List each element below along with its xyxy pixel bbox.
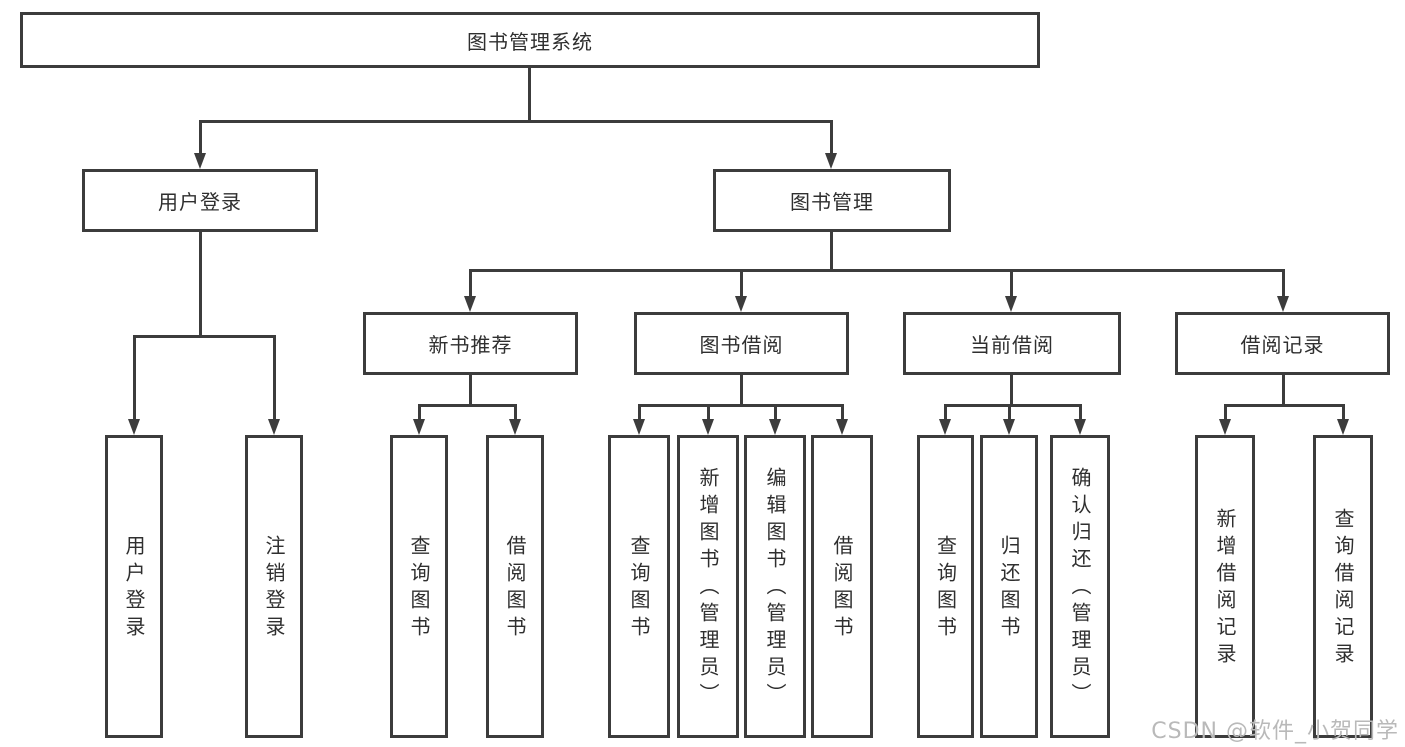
leaf-query-book-recommend: 查询图书 <box>390 435 448 738</box>
arrowhead-down-icon <box>1277 296 1289 312</box>
node-root: 图书管理系统 <box>20 12 1040 68</box>
arrowhead-down-icon <box>464 296 476 312</box>
connector-vline <box>707 404 710 419</box>
leaf-return-book-label: 归还图书 <box>997 534 1021 643</box>
connector-vline <box>418 404 421 419</box>
connector-vline <box>638 404 641 419</box>
node-root-label: 图书管理系统 <box>467 29 593 54</box>
arrowhead-down-icon <box>735 296 747 312</box>
leaf-logout: 注销登录 <box>245 435 303 738</box>
leaf-add-book-admin-label: 新增图书（管理员） <box>696 467 720 710</box>
arrowhead-down-icon <box>128 419 140 435</box>
arrowhead-down-icon <box>1005 296 1017 312</box>
connector-vline <box>199 120 202 153</box>
node-new-book-recommend: 新书推荐 <box>363 312 578 375</box>
connector-vline <box>1079 404 1082 419</box>
leaf-add-borrow-record: 新增借阅记录 <box>1195 435 1255 738</box>
connector-vline <box>1342 404 1345 419</box>
leaf-borrow-book-label: 借阅图书 <box>830 534 854 643</box>
arrowhead-down-icon <box>939 419 951 435</box>
arrowhead-down-icon <box>1219 419 1231 435</box>
leaf-confirm-return-admin-label: 确认归还（管理员） <box>1068 467 1092 710</box>
node-user-login-label: 用户登录 <box>158 190 242 214</box>
node-borrow-record: 借阅记录 <box>1175 312 1390 375</box>
arrowhead-down-icon <box>702 419 714 435</box>
leaf-query-book-recommend-label: 查询图书 <box>407 534 431 643</box>
arrowhead-down-icon <box>1337 419 1349 435</box>
connector-vline <box>1010 269 1013 296</box>
arrowhead-down-icon <box>413 419 425 435</box>
leaf-edit-book-admin: 编辑图书（管理员） <box>744 435 806 738</box>
leaf-query-book-borrow-label: 查询图书 <box>627 534 651 643</box>
leaf-confirm-return-admin: 确认归还（管理员） <box>1050 435 1110 738</box>
leaf-borrow-book-recommend: 借阅图书 <box>486 435 544 738</box>
connector-vline <box>133 335 136 419</box>
connector-vline <box>830 232 833 272</box>
connector-hline <box>199 120 833 123</box>
connector-vline <box>469 375 472 407</box>
leaf-query-borrow-record-label: 查询借阅记录 <box>1331 507 1355 670</box>
connector-vline <box>1282 375 1285 407</box>
connector-hline <box>469 269 1285 272</box>
leaf-add-borrow-record-label: 新增借阅记录 <box>1213 507 1237 670</box>
connector-vline <box>1008 404 1011 419</box>
arrowhead-down-icon <box>268 419 280 435</box>
node-book-borrow: 图书借阅 <box>634 312 849 375</box>
leaf-logout-label: 注销登录 <box>262 534 286 643</box>
connector-hline <box>944 404 1082 407</box>
leaf-user-login: 用户登录 <box>105 435 163 738</box>
connector-vline <box>774 404 777 419</box>
connector-vline <box>740 269 743 296</box>
leaf-query-book-current-label: 查询图书 <box>933 534 958 643</box>
arrowhead-down-icon <box>1074 419 1086 435</box>
node-book-management: 图书管理 <box>713 169 951 232</box>
leaf-add-book-admin: 新增图书（管理员） <box>677 435 739 738</box>
leaf-return-book: 归还图书 <box>980 435 1038 738</box>
connector-hline <box>638 404 844 407</box>
connector-vline <box>841 404 844 419</box>
connector-vline <box>528 68 531 121</box>
leaf-borrow-book: 借阅图书 <box>811 435 873 738</box>
arrowhead-down-icon <box>836 419 848 435</box>
leaf-query-book-current: 查询图书 <box>917 435 974 738</box>
leaf-user-login-label: 用户登录 <box>122 534 146 643</box>
connector-vline <box>199 232 202 338</box>
node-book-management-label: 图书管理 <box>790 190 874 214</box>
node-current-borrow-label: 当前借阅 <box>970 333 1054 357</box>
connector-vline <box>1010 375 1013 407</box>
connector-vline <box>273 335 276 419</box>
connector-hline <box>1224 404 1345 407</box>
connector-vline <box>830 120 833 153</box>
leaf-query-borrow-record: 查询借阅记录 <box>1313 435 1373 738</box>
connector-vline <box>740 375 743 407</box>
arrowhead-down-icon <box>633 419 645 435</box>
leaf-edit-book-admin-label: 编辑图书（管理员） <box>763 467 787 710</box>
arrowhead-down-icon <box>825 153 837 169</box>
connector-hline <box>133 335 276 338</box>
connector-vline <box>1282 269 1285 296</box>
arrowhead-down-icon <box>509 419 521 435</box>
leaf-borrow-book-recommend-label: 借阅图书 <box>503 534 527 643</box>
connector-vline <box>514 404 517 419</box>
arrowhead-down-icon <box>769 419 781 435</box>
connector-hline <box>418 404 517 407</box>
node-user-login: 用户登录 <box>82 169 318 232</box>
node-current-borrow: 当前借阅 <box>903 312 1121 375</box>
node-book-borrow-label: 图书借阅 <box>699 333 784 357</box>
connector-vline <box>944 404 947 419</box>
csdn-watermark: CSDN @软件_小贺同学 <box>1151 719 1399 744</box>
leaf-query-book-borrow: 查询图书 <box>608 435 670 738</box>
arrowhead-down-icon <box>1003 419 1015 435</box>
arrowhead-down-icon <box>194 153 206 169</box>
connector-vline <box>469 269 472 296</box>
connector-vline <box>1224 404 1227 419</box>
node-borrow-record-label: 借阅记录 <box>1240 333 1325 357</box>
node-new-book-recommend-label: 新书推荐 <box>428 333 513 357</box>
